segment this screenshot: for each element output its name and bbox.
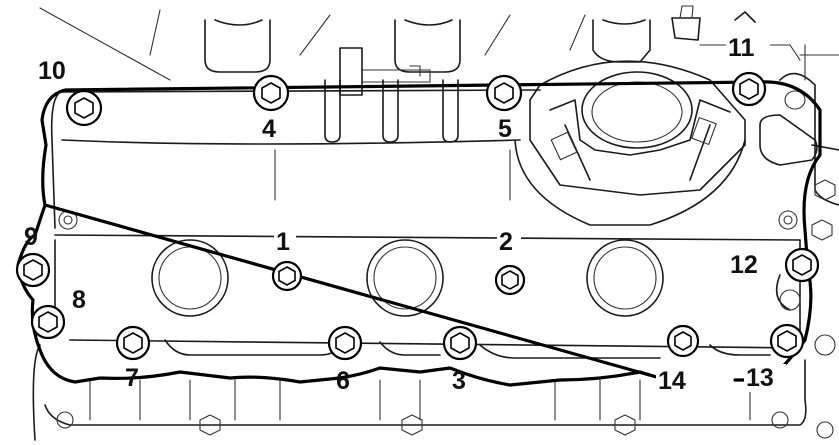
bolts <box>15 71 820 361</box>
bolt-5 <box>485 74 523 112</box>
bolt-12 <box>784 247 820 283</box>
bolt-labels: 1 2 3 4 5 6 7 8 9 10 11 12 13 14 <box>24 33 786 395</box>
bolt-2 <box>494 264 526 296</box>
bolt-label-13: 13 <box>746 364 774 392</box>
bolt-label-2: 2 <box>499 228 513 256</box>
bolt-14 <box>666 324 700 358</box>
bolt-label-8: 8 <box>72 286 86 314</box>
bolt-label-1: 1 <box>276 228 290 256</box>
bolt-label-10: 10 <box>38 57 66 85</box>
bolt-9 <box>15 252 51 288</box>
bolt-10 <box>65 89 103 127</box>
bolt-7 <box>115 325 151 361</box>
bolt-3 <box>442 325 478 361</box>
bolt-label-12: 12 <box>730 251 758 279</box>
bolt-label-14: 14 <box>658 367 686 395</box>
sealant-bead-outline <box>16 80 822 387</box>
engine-line-art <box>32 5 839 441</box>
bolt-label-11: 11 <box>728 34 755 62</box>
bolt-label-9: 9 <box>24 223 38 251</box>
bolt-label-4: 4 <box>262 115 276 143</box>
bolt-label-5: 5 <box>498 115 512 143</box>
bolt-label-3: 3 <box>452 367 466 395</box>
bolt-8 <box>30 304 66 340</box>
bolt-4 <box>252 74 290 112</box>
bolt-label-6: 6 <box>336 367 350 395</box>
bolt-label-7: 7 <box>125 364 139 392</box>
bolt-1 <box>271 260 303 292</box>
bolt-11 <box>731 71 767 107</box>
bolt-6 <box>327 325 363 361</box>
bolt-13 <box>769 323 805 359</box>
